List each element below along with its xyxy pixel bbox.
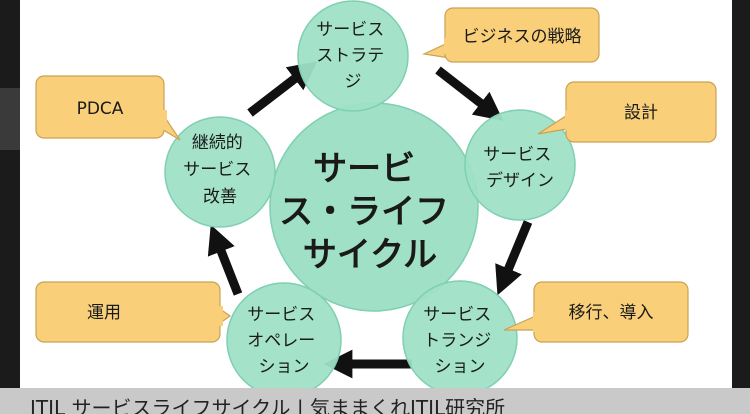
callout-strategy: ビジネスの戦略 — [421, 7, 600, 63]
callout-improvement: PDCA — [35, 75, 181, 141]
callout-strategy-text: ビジネスの戦略 — [463, 27, 582, 47]
node-design-circle — [464, 109, 576, 221]
callout-operation: 運用 — [35, 281, 232, 343]
node-improvement-label: 継続的 サービス 改善 — [183, 133, 256, 207]
node-strategy-circle — [297, 0, 409, 112]
callout-improvement-text: PDCA — [77, 99, 124, 119]
node-improvement-circle — [164, 116, 276, 228]
node-transition-label: サービス トランジ ション — [423, 305, 496, 377]
arrow-operation-to-improvement — [207, 224, 243, 296]
callout-transition-text: 移行、導入 — [569, 303, 654, 323]
center-label: サービ ス・ライフ サイクル — [279, 149, 461, 275]
diagram-panel: サービ ス・ライフ サイクル サービス ストラテ ジ サービス デザイン サービ… — [20, 0, 732, 400]
callout-transition: 移行、導入 — [503, 281, 689, 343]
callout-design: 設計 — [537, 81, 717, 143]
callout-design-text: 設計 — [624, 103, 658, 123]
side-strip — [0, 88, 20, 150]
center-line-1: サービ — [313, 149, 415, 189]
center-line-2: ス・ライフ — [279, 192, 449, 232]
page-caption: ITIL サービスライフサイクル | 気ままくれITIL研究所 — [30, 396, 506, 414]
center-line-3: サイクル — [303, 235, 437, 275]
arrow-improvement-to-strategy — [247, 61, 318, 117]
callout-operation-text: 運用 — [87, 303, 121, 323]
node-operation-label: サービス オペレー ション — [247, 305, 320, 377]
arrow-strategy-to-design — [435, 66, 504, 121]
node-design-label: サービス デザイン — [483, 145, 556, 191]
arrow-design-to-transition — [495, 220, 533, 296]
caption-strip: ITIL サービスライフサイクル | 気ままくれITIL研究所 — [0, 388, 750, 414]
lifecycle-diagram: サービ ス・ライフ サイクル サービス ストラテ ジ サービス デザイン サービ… — [35, 0, 717, 398]
node-strategy-label: サービス ストラテ ジ — [316, 20, 389, 92]
